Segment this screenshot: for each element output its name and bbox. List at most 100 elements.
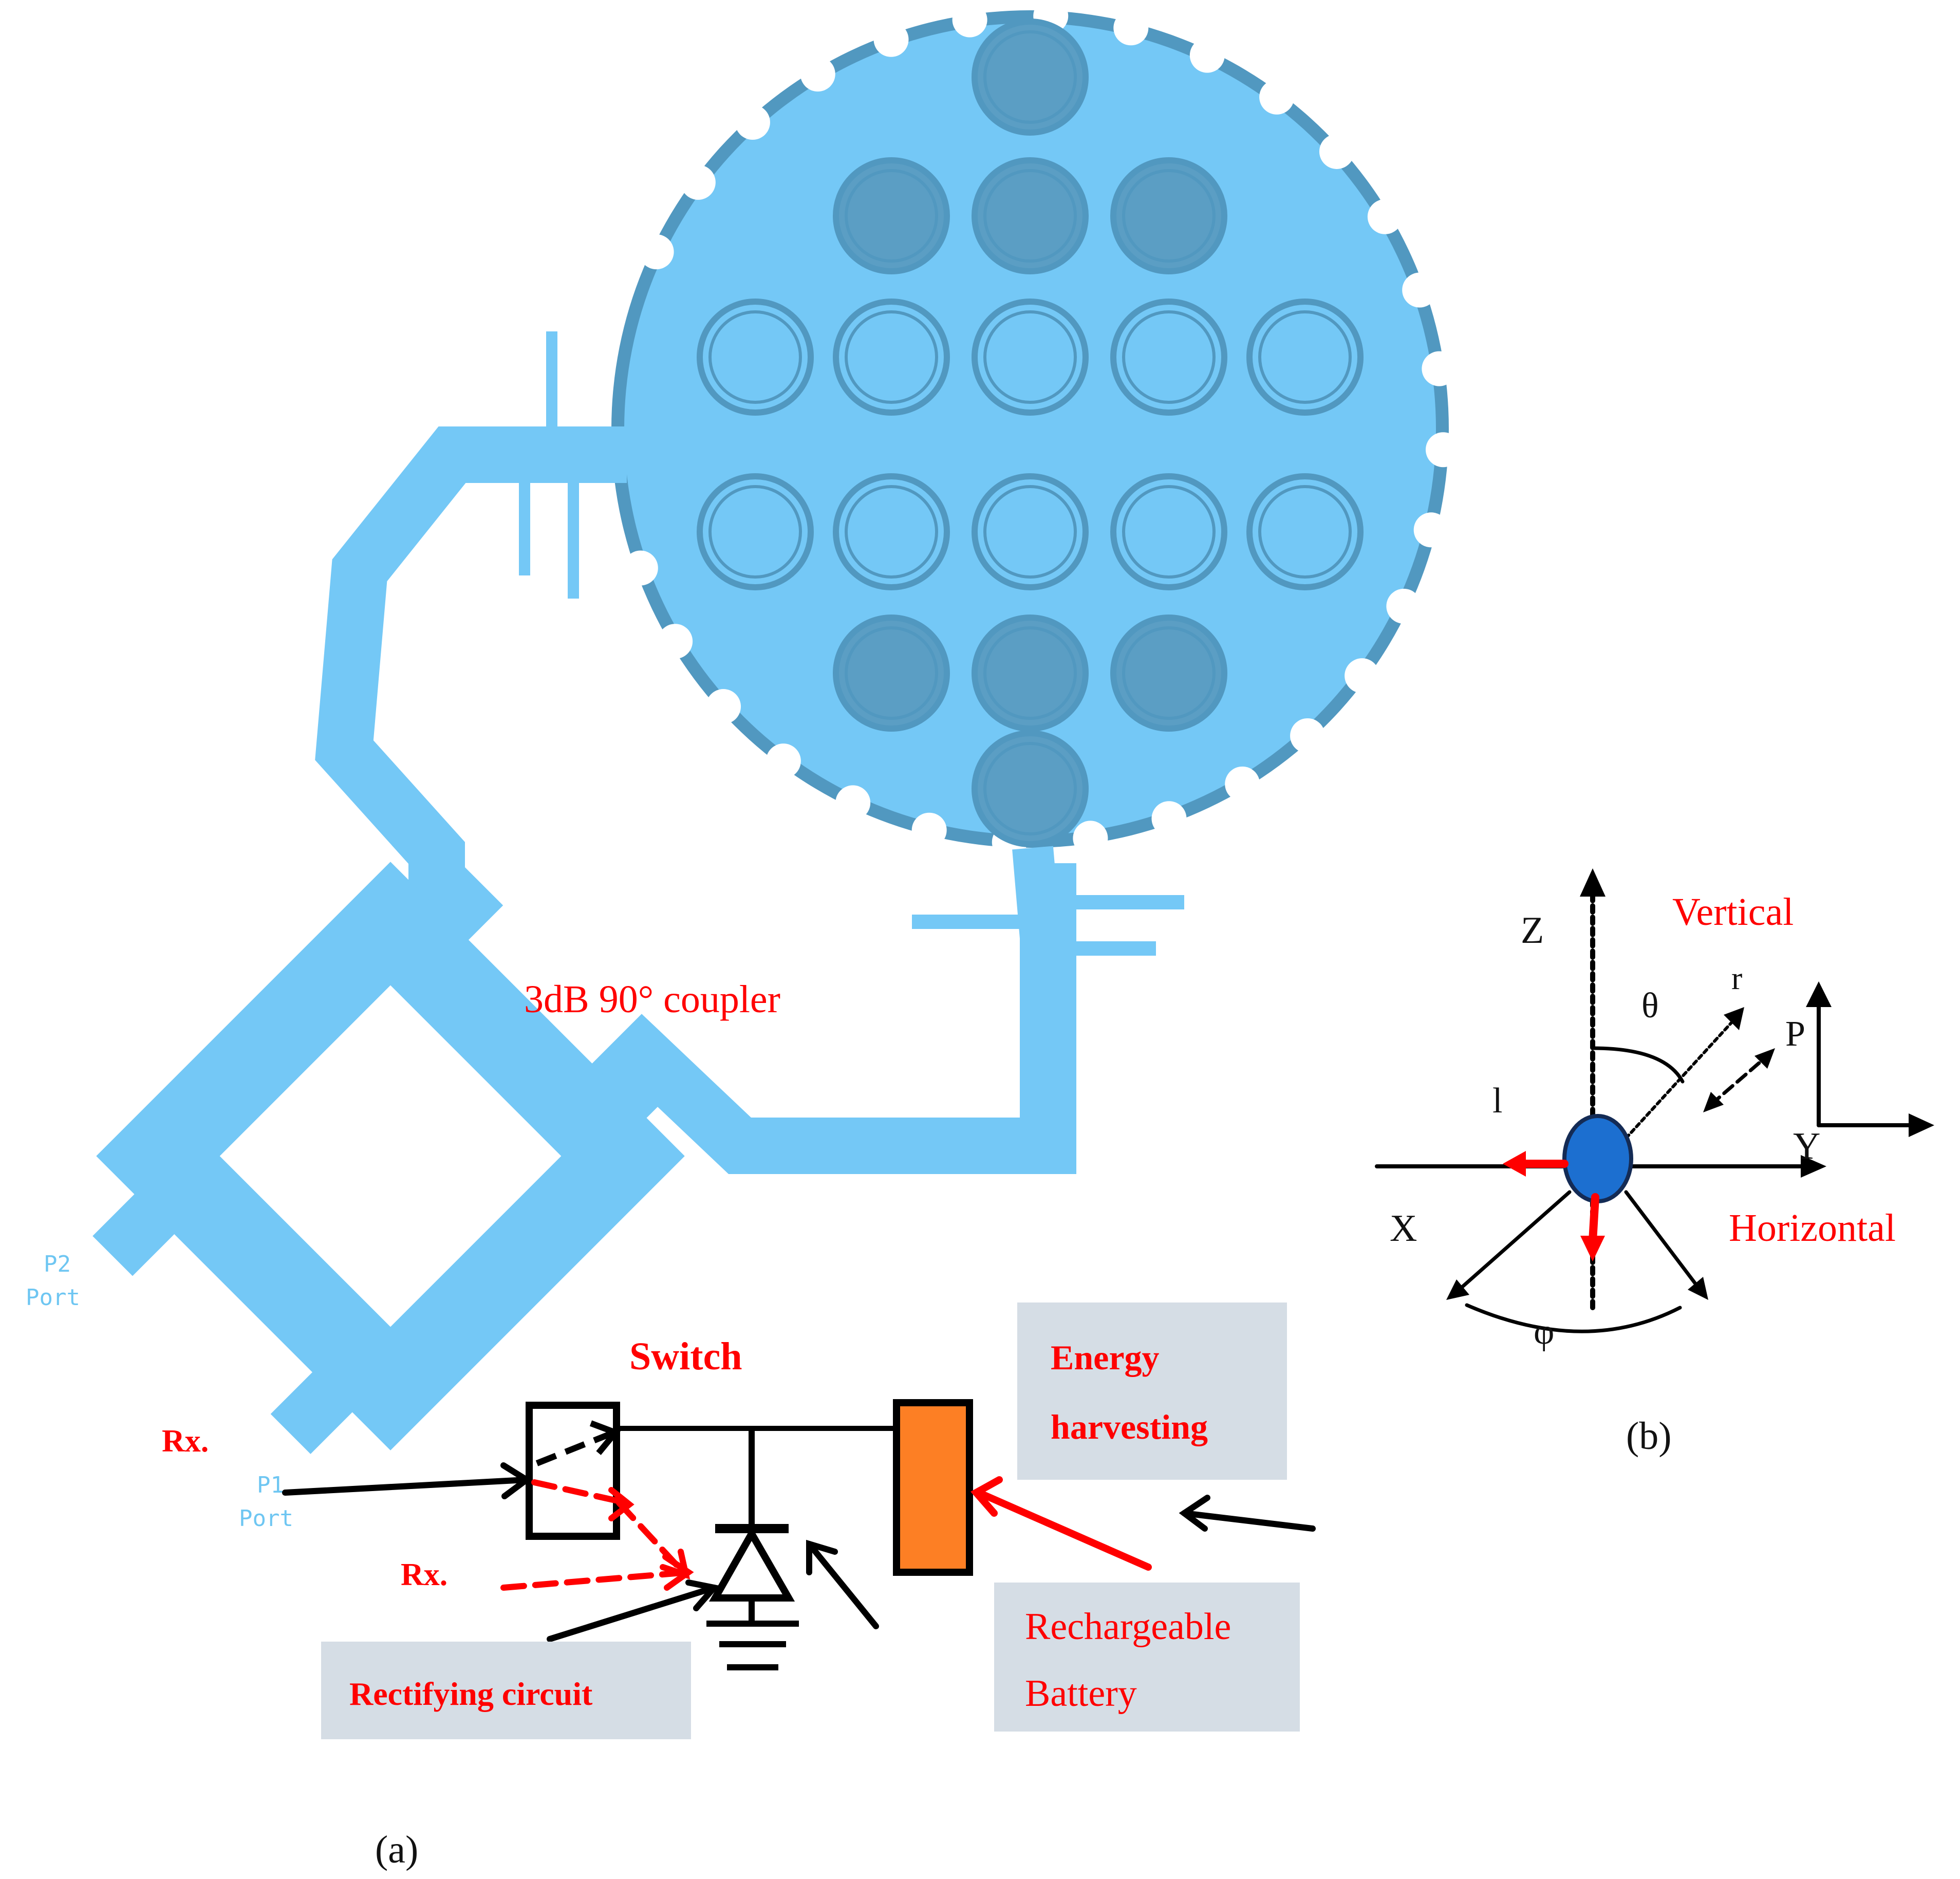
coupler-arm-right (568, 1043, 681, 1156)
phi-arc (1465, 1303, 1682, 1333)
energy-label-1: Energy (1051, 1338, 1160, 1377)
energy-label-2: harvesting (1051, 1407, 1208, 1446)
slot-ring (972, 730, 1089, 847)
coupler-label: 3dB 90° coupler (524, 978, 780, 1021)
slot-ring (833, 299, 950, 416)
rectifying-label: Rectifying circuit (349, 1676, 593, 1712)
slot-ring-inner (983, 30, 1077, 124)
slot-ring (972, 615, 1089, 732)
rim-notch (873, 22, 909, 57)
battery-arrowhead (970, 1476, 1003, 1517)
port-labels: P2 Port P1 Port (26, 1251, 293, 1532)
rim-notch (1319, 134, 1354, 169)
switch-label: Switch (629, 1335, 742, 1378)
rx-dashed-1-head (608, 1487, 634, 1521)
y-axis-head (1801, 1155, 1826, 1178)
phi-arrow-left (1446, 1279, 1469, 1300)
coupler-arm-p2 (92, 1156, 213, 1276)
rim-notch (735, 105, 770, 140)
slot-ring-inner (1122, 485, 1216, 579)
slot-ring-inner (983, 310, 1077, 404)
rim-notch (1290, 718, 1326, 753)
rim-notch (835, 785, 871, 821)
switch-box (526, 1402, 620, 1540)
slot-ring (697, 473, 814, 590)
slot-ring-inner (1122, 626, 1216, 720)
rim-notch (1425, 432, 1461, 468)
rx-dashed-1 (531, 1479, 630, 1506)
vertical-label: Vertical (1672, 890, 1794, 934)
rim-notch (1189, 38, 1225, 73)
circular-patch (624, 23, 1436, 835)
battery (893, 1399, 973, 1576)
z-label: Z (1521, 909, 1544, 952)
z-axis-head (1580, 868, 1606, 897)
rim-notch (1259, 79, 1295, 115)
rim-notch (952, 2, 987, 38)
slot-ring-inner (845, 169, 938, 263)
rim-notch (1113, 10, 1149, 46)
coupler-arm-top (390, 865, 503, 978)
r-vector (1625, 1018, 1735, 1140)
matching-stubs (519, 331, 1184, 956)
battery-arrow (975, 1489, 1152, 1571)
slot-ring (972, 473, 1089, 590)
energy-arrowhead (1179, 1495, 1210, 1532)
slot-ring-inner (983, 485, 1077, 579)
rectifier-arrowhead (685, 1579, 720, 1611)
slot-ring (1246, 473, 1364, 590)
pol-arrow (1709, 1054, 1769, 1107)
slot-ring-inner (1122, 310, 1216, 404)
p-label: P (1785, 1014, 1805, 1054)
caption-b: (b) (1626, 1415, 1672, 1458)
rim-notch (1151, 801, 1187, 836)
rim-notch (1386, 588, 1422, 624)
y-label: Y (1793, 1125, 1820, 1167)
battery-label-2: Battery (1025, 1672, 1137, 1715)
rx-label-top: Rx. (162, 1424, 209, 1459)
slot-ring-inner (708, 485, 802, 579)
coupler-ring (96, 862, 685, 1450)
rim-notch (680, 164, 716, 200)
l-arrow-head (1503, 1151, 1526, 1177)
slot-ring (1110, 157, 1227, 274)
coupler-arm-p1 (270, 1334, 390, 1454)
port1-tag: P1 (257, 1472, 284, 1498)
stub-bottom-2 (1038, 895, 1184, 909)
slot-ring-inner (845, 626, 938, 720)
hybrid-coupler (92, 862, 685, 1454)
rx-input-arrow (282, 1477, 530, 1496)
caption-a: (a) (375, 1828, 418, 1871)
slot-ring-inner (1122, 169, 1216, 263)
rim-notch (1225, 766, 1260, 802)
theta-label: θ (1641, 986, 1659, 1026)
p-y-axis-head (1909, 1113, 1934, 1137)
slot-ring-inner (1258, 485, 1352, 579)
down-arrow-head (1580, 1236, 1605, 1261)
rim-notch (911, 812, 947, 848)
feed-taper-left (493, 437, 638, 470)
slot-ring-inner (845, 485, 938, 579)
rx-input-arrowhead (500, 1462, 532, 1499)
slot-rings (697, 18, 1364, 847)
stub-left-3 (568, 473, 579, 599)
energy-arrow (1181, 1510, 1316, 1532)
rim-notch (1367, 199, 1403, 234)
rim-notch (800, 57, 835, 92)
phi-line-right (1624, 1190, 1700, 1289)
rectifier-arrow (547, 1585, 717, 1642)
rim-notch (766, 743, 801, 779)
rx-dashed-3-head (662, 1554, 694, 1591)
down-arrow (1589, 1193, 1599, 1245)
p-axis-head (1806, 981, 1832, 1007)
phi-line-left (1457, 1190, 1572, 1292)
phi-arrow-right (1688, 1277, 1708, 1300)
phi-label: φ (1534, 1312, 1554, 1352)
feed-line-left (315, 426, 627, 915)
stub-bottom-3 (1038, 941, 1156, 956)
switch-blade (535, 1430, 613, 1466)
port2-label: Port (26, 1285, 80, 1311)
theta-arc (1591, 1046, 1685, 1084)
r-label: r (1731, 960, 1742, 996)
